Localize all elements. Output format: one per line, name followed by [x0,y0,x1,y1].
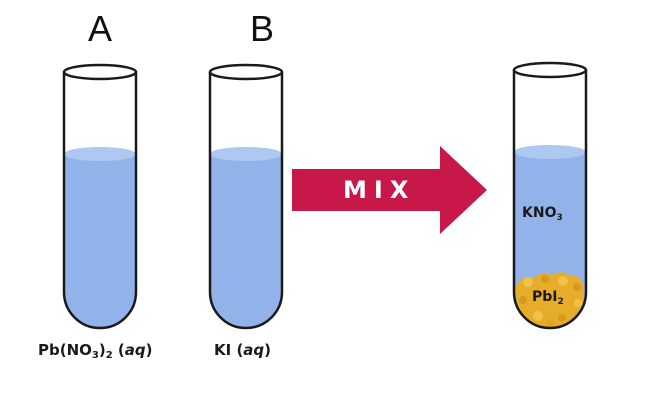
precipitate-label: PbI2 [532,289,564,307]
precipitate-pbi2 [516,272,584,328]
product-tube-glass [512,70,588,330]
tube-b-rim [208,63,284,81]
tube-a-meniscus [64,147,136,161]
mix-arrow-shape [292,146,487,234]
product-tube-meniscus [514,145,586,159]
tube-a-rim [62,63,138,81]
tube-b-glass [208,72,284,330]
tube-b-solution [210,154,282,328]
tube-b-meniscus [210,147,282,161]
tube-a-glass [62,72,138,330]
mix-arrow-label: MIX [343,176,416,204]
tube-b-letter: B [250,8,275,49]
tube-a-letter: A [88,8,113,49]
tube-a-formula-label: Pb(NO3)2 (aq) [38,341,153,361]
product-solution-label: KNO3 [522,205,563,223]
product-tube-rim [512,61,588,79]
tube-a-solution [64,154,136,328]
tube-b [208,63,284,330]
product-tube [512,61,588,330]
tube-a [62,63,138,330]
tube-b-formula-label: KI (aq) [214,341,272,359]
